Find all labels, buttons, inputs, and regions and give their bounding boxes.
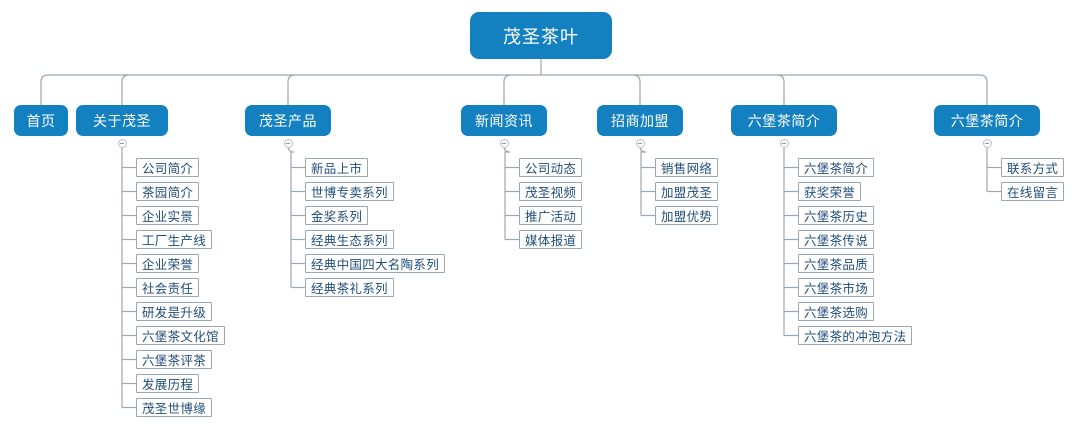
branch-node-4[interactable]: 新闻资讯 <box>461 105 547 136</box>
leaf-node[interactable]: 六堡茶文化馆 <box>136 326 225 345</box>
leaf-node[interactable]: 茶园简介 <box>136 182 200 201</box>
leaf-node[interactable]: 六堡茶传说 <box>798 230 875 249</box>
branch-trunk <box>639 145 647 216</box>
collapse-toggle-icon[interactable] <box>499 139 509 148</box>
branch-drop <box>121 74 130 105</box>
leaf-node[interactable]: 联系方式 <box>1001 158 1065 177</box>
leaf-node[interactable]: 六堡茶简介 <box>798 158 875 177</box>
collapse-toggle-icon[interactable] <box>982 139 992 148</box>
leaf-node[interactable]: 经典生态系列 <box>305 230 394 249</box>
leaf-node[interactable]: 六堡茶选购 <box>798 302 875 321</box>
leaf-node[interactable]: 六堡茶评茶 <box>136 350 213 369</box>
leaf-node[interactable]: 社会责任 <box>136 278 200 297</box>
leaf-node[interactable]: 世博专卖系列 <box>305 182 394 201</box>
leaf-node[interactable]: 加盟茂圣 <box>655 182 719 201</box>
branch-drop <box>632 74 641 105</box>
branch-node-2[interactable]: 关于茂圣 <box>76 105 168 136</box>
branch-trunk <box>287 145 295 288</box>
leaf-node[interactable]: 企业荣誉 <box>136 254 200 273</box>
leaf-node[interactable]: 企业实景 <box>136 206 200 225</box>
leaf-node[interactable]: 公司动态 <box>519 158 583 177</box>
leaf-node[interactable]: 媒体报道 <box>519 230 583 249</box>
leaf-node[interactable]: 新品上市 <box>305 158 369 177</box>
branch-node-3[interactable]: 茂圣产品 <box>245 105 331 136</box>
collapse-toggle-icon[interactable] <box>635 139 645 148</box>
leaf-node[interactable]: 销售网络 <box>655 158 719 177</box>
leaf-node[interactable]: 六堡茶历史 <box>798 206 875 225</box>
branch-node-1[interactable]: 首页 <box>14 105 68 136</box>
leaf-node[interactable]: 六堡茶品质 <box>798 254 875 273</box>
leaf-node[interactable]: 研发是升级 <box>136 302 213 321</box>
branch-node-5[interactable]: 招商加盟 <box>597 105 683 136</box>
branch-drop <box>503 74 512 105</box>
leaf-node[interactable]: 金奖系列 <box>305 206 369 225</box>
branch-drop <box>287 74 296 105</box>
leaf-node[interactable]: 工厂生产线 <box>136 230 213 249</box>
collapse-toggle-icon[interactable] <box>283 139 293 148</box>
branch-drop <box>979 74 988 105</box>
leaf-node[interactable]: 茂圣视频 <box>519 182 583 201</box>
leaf-node[interactable]: 六堡茶的冲泡方法 <box>798 326 913 345</box>
leaf-node[interactable]: 茂圣世博缘 <box>136 398 213 417</box>
branch-node-7[interactable]: 六堡茶简介 <box>934 105 1040 136</box>
branch-drop <box>776 74 785 105</box>
leaf-node[interactable]: 公司简介 <box>136 158 200 177</box>
branch-drop <box>40 74 49 105</box>
branch-trunk <box>503 145 511 240</box>
collapse-toggle-icon[interactable] <box>779 139 789 148</box>
leaf-node[interactable]: 发展历程 <box>136 374 200 393</box>
branch-node-6[interactable]: 六堡茶简介 <box>731 105 837 136</box>
root-node[interactable]: 茂圣茶叶 <box>470 12 612 59</box>
leaf-node[interactable]: 加盟优势 <box>655 206 719 225</box>
leaf-node[interactable]: 获奖荣誉 <box>798 182 862 201</box>
collapse-toggle-icon[interactable] <box>117 139 127 148</box>
leaf-node[interactable]: 在线留言 <box>1001 182 1065 201</box>
leaf-node[interactable]: 六堡茶市场 <box>798 278 875 297</box>
leaf-node[interactable]: 推广活动 <box>519 206 583 225</box>
leaf-node[interactable]: 经典茶礼系列 <box>305 278 394 297</box>
leaf-node[interactable]: 经典中国四大名陶系列 <box>305 254 446 273</box>
